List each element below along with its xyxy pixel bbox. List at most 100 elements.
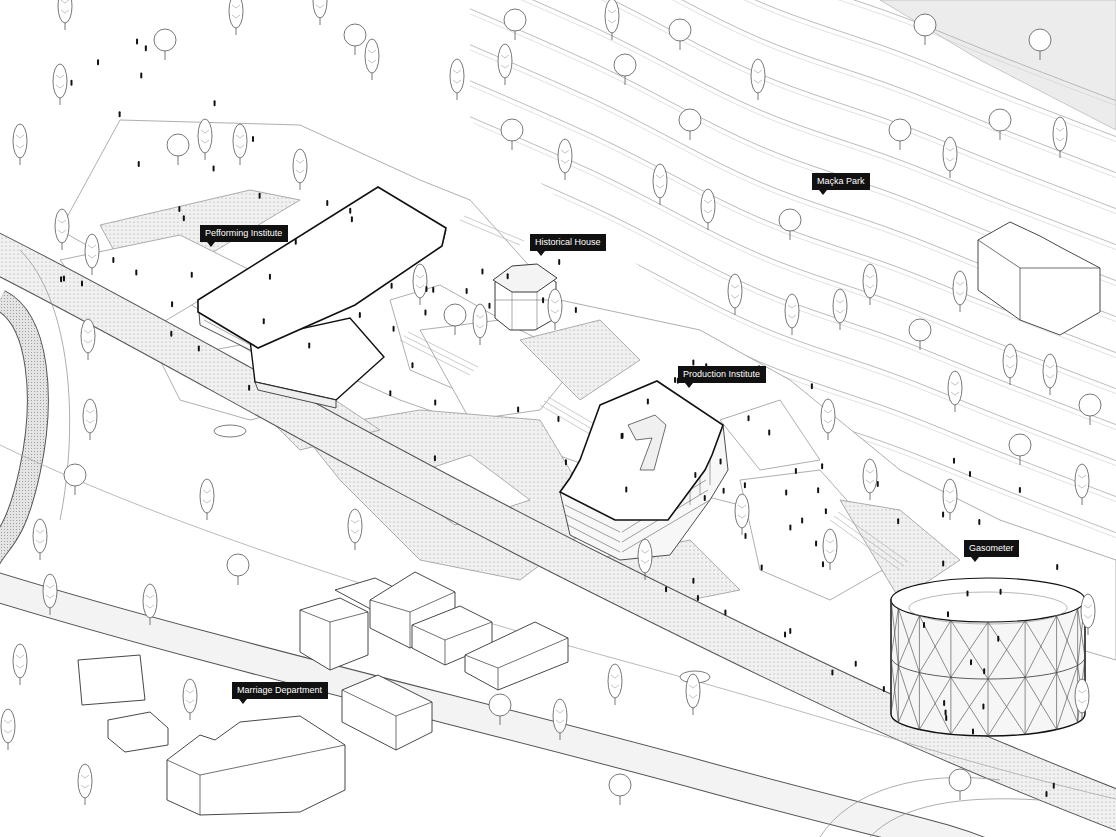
person [542,297,544,303]
person [943,700,945,706]
person [557,416,559,422]
tree [55,209,69,250]
tree [167,134,189,165]
person [145,45,147,51]
tree [64,464,86,495]
lattice-member [988,620,1025,679]
tree [701,189,715,230]
tree [1053,117,1067,158]
person [694,472,696,478]
tree [914,14,936,45]
lattice-member [891,608,898,657]
person [997,636,999,642]
person [214,100,216,106]
tree [413,264,427,305]
terrace-line [440,0,1116,106]
tree [154,29,176,60]
person [625,486,627,492]
tag-text: Production Institute [683,369,760,380]
tree [785,294,799,335]
person [424,309,426,315]
tree [85,234,99,275]
person [745,533,747,539]
tree [227,554,249,585]
tree [989,109,1011,140]
person [723,488,725,494]
person [434,455,436,461]
lattice-member [891,600,898,665]
tree [909,319,931,350]
person [822,561,824,567]
lattice-member [951,620,988,679]
person [183,215,185,221]
lattice-member [1025,616,1056,678]
tree [558,139,572,180]
tree [13,124,27,165]
tree [821,399,835,440]
tree [653,164,667,205]
lattice-member [919,616,950,678]
person [60,276,62,282]
person [517,406,519,412]
person [252,136,254,142]
person [923,622,925,628]
person [259,193,261,199]
person [198,345,200,351]
tag-text: Historical House [535,237,601,248]
tree [779,209,801,240]
person [966,591,968,597]
person [432,287,434,293]
person [481,269,483,275]
person [815,540,817,546]
person [744,482,746,488]
person [391,283,393,289]
person [170,331,172,337]
person [704,495,706,501]
tag-pointer [537,251,545,256]
tree [313,0,327,25]
person [411,362,413,368]
tree [53,64,67,105]
tree [605,0,619,40]
person [295,239,297,245]
person [136,38,138,44]
tree [13,644,27,685]
person [945,715,947,721]
terrace-line [440,0,1116,214]
lattice-member [898,616,919,666]
tree [889,119,911,150]
person [978,519,980,525]
person [1053,783,1055,789]
lattice-member [1057,608,1078,672]
person [801,517,803,523]
person [621,433,623,439]
person [789,524,791,530]
tree [450,59,464,100]
tree [614,54,636,85]
tree [609,774,631,805]
tag-pointer [819,190,827,195]
tree [863,459,877,500]
tree [498,44,512,85]
person [697,595,699,601]
person [213,166,215,172]
production-institute-building [560,381,728,560]
lattice-member [919,620,950,672]
lattice-member [1025,673,1056,735]
terrace-line [440,73,1116,363]
person [983,668,985,674]
person [795,468,797,474]
tree [501,119,523,150]
roads [0,250,1116,837]
tree [1079,394,1101,425]
lattice-member [951,622,988,677]
lattice-member [898,665,919,729]
person [263,318,265,324]
person [575,307,577,313]
person [831,669,833,675]
tree [83,399,97,440]
person [724,610,726,616]
tree [233,124,247,165]
tree [444,304,466,335]
person [897,518,899,524]
